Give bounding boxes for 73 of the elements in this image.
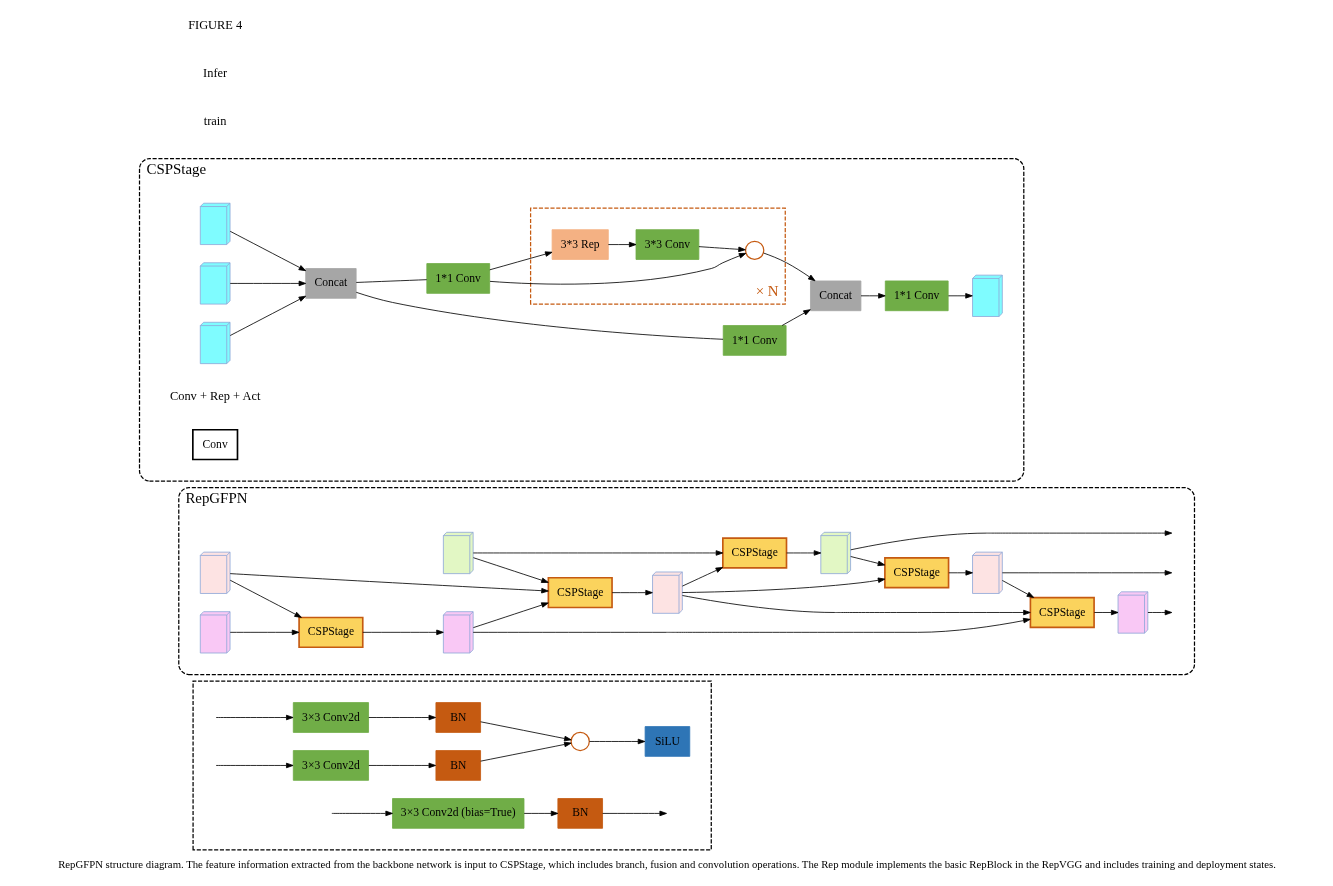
arrow xyxy=(611,589,653,596)
node-box: CSPStage xyxy=(1029,596,1095,629)
arrow xyxy=(489,252,746,285)
arrow xyxy=(849,556,885,567)
arrow xyxy=(1001,580,1034,598)
arrow xyxy=(479,741,572,762)
arrow xyxy=(601,810,667,817)
arrow xyxy=(681,595,1031,616)
arrow xyxy=(229,295,306,336)
arrow xyxy=(588,738,645,745)
arrow xyxy=(215,714,293,721)
arrow xyxy=(860,293,886,299)
arrow xyxy=(1001,570,1172,576)
arrow xyxy=(229,579,302,618)
node-box: BN xyxy=(435,702,481,733)
caption: RepGFPN structure diagram. The feature information extracted from the backbone network is input to CSPStage, which includes branch, fusion and convolution operations. The Rep module implements the basic RepBlock in the RepVGG and includes training and deployment states. xyxy=(57,858,1276,871)
node-box: CSPStage xyxy=(547,576,613,609)
node-label: × N xyxy=(755,283,778,300)
arrow xyxy=(472,557,549,583)
label: Infer xyxy=(202,66,227,81)
node-box: BN xyxy=(435,750,481,781)
node-box: BN xyxy=(556,798,603,829)
arrow xyxy=(1093,609,1118,616)
node-label: Conv + Rep + Act xyxy=(169,388,260,403)
arrow xyxy=(947,293,973,299)
arrow xyxy=(849,530,1172,551)
arrow xyxy=(367,762,436,769)
node-circle xyxy=(744,240,764,261)
node-box: CSPStage xyxy=(297,616,364,649)
connector xyxy=(355,279,427,283)
node-box: 3×3 Conv2d (bias=True) xyxy=(391,798,524,829)
arrow xyxy=(488,251,552,271)
arrow xyxy=(762,252,815,282)
arrow xyxy=(479,721,572,742)
node-box: 3*3 Rep xyxy=(551,229,609,260)
arrow xyxy=(698,246,746,253)
arrow xyxy=(472,550,723,556)
label: train xyxy=(203,114,227,129)
arrow xyxy=(947,570,973,576)
node-box: 3×3 Conv2d xyxy=(292,750,369,781)
arrow xyxy=(781,309,811,326)
node-box: 3×3 Conv2d xyxy=(292,702,369,733)
node-box: CSPStage xyxy=(883,557,949,589)
node-box: 1*1 Conv xyxy=(425,263,490,294)
node-box: Conv xyxy=(191,428,238,461)
arrow xyxy=(523,810,558,817)
cluster xyxy=(529,207,786,305)
arrow xyxy=(607,241,636,248)
arrow xyxy=(785,550,821,556)
node-box: Concat xyxy=(304,268,357,299)
arrow xyxy=(1147,609,1172,616)
arrow xyxy=(472,617,1031,633)
arrow xyxy=(229,230,306,272)
label: FIGURE 4 xyxy=(187,18,242,33)
node-box: CSPStage xyxy=(721,537,787,569)
node-box: 1*1 Conv xyxy=(884,280,949,312)
arrow xyxy=(681,577,885,593)
arrow xyxy=(229,573,549,594)
node-box: 3*3 Conv xyxy=(635,229,699,260)
connector xyxy=(355,291,723,340)
node-circle xyxy=(570,731,590,752)
arrow xyxy=(472,602,549,629)
arrow xyxy=(367,714,436,721)
node-box: 1*1 Conv xyxy=(722,325,786,356)
cluster xyxy=(191,680,712,851)
node-box: SiLU xyxy=(644,726,690,757)
arrow xyxy=(215,762,293,769)
arrow xyxy=(330,810,393,817)
arrow xyxy=(229,280,306,287)
arrow xyxy=(361,629,444,636)
node-box: Concat xyxy=(809,280,861,312)
arrow xyxy=(229,629,299,636)
arrow xyxy=(681,567,723,587)
